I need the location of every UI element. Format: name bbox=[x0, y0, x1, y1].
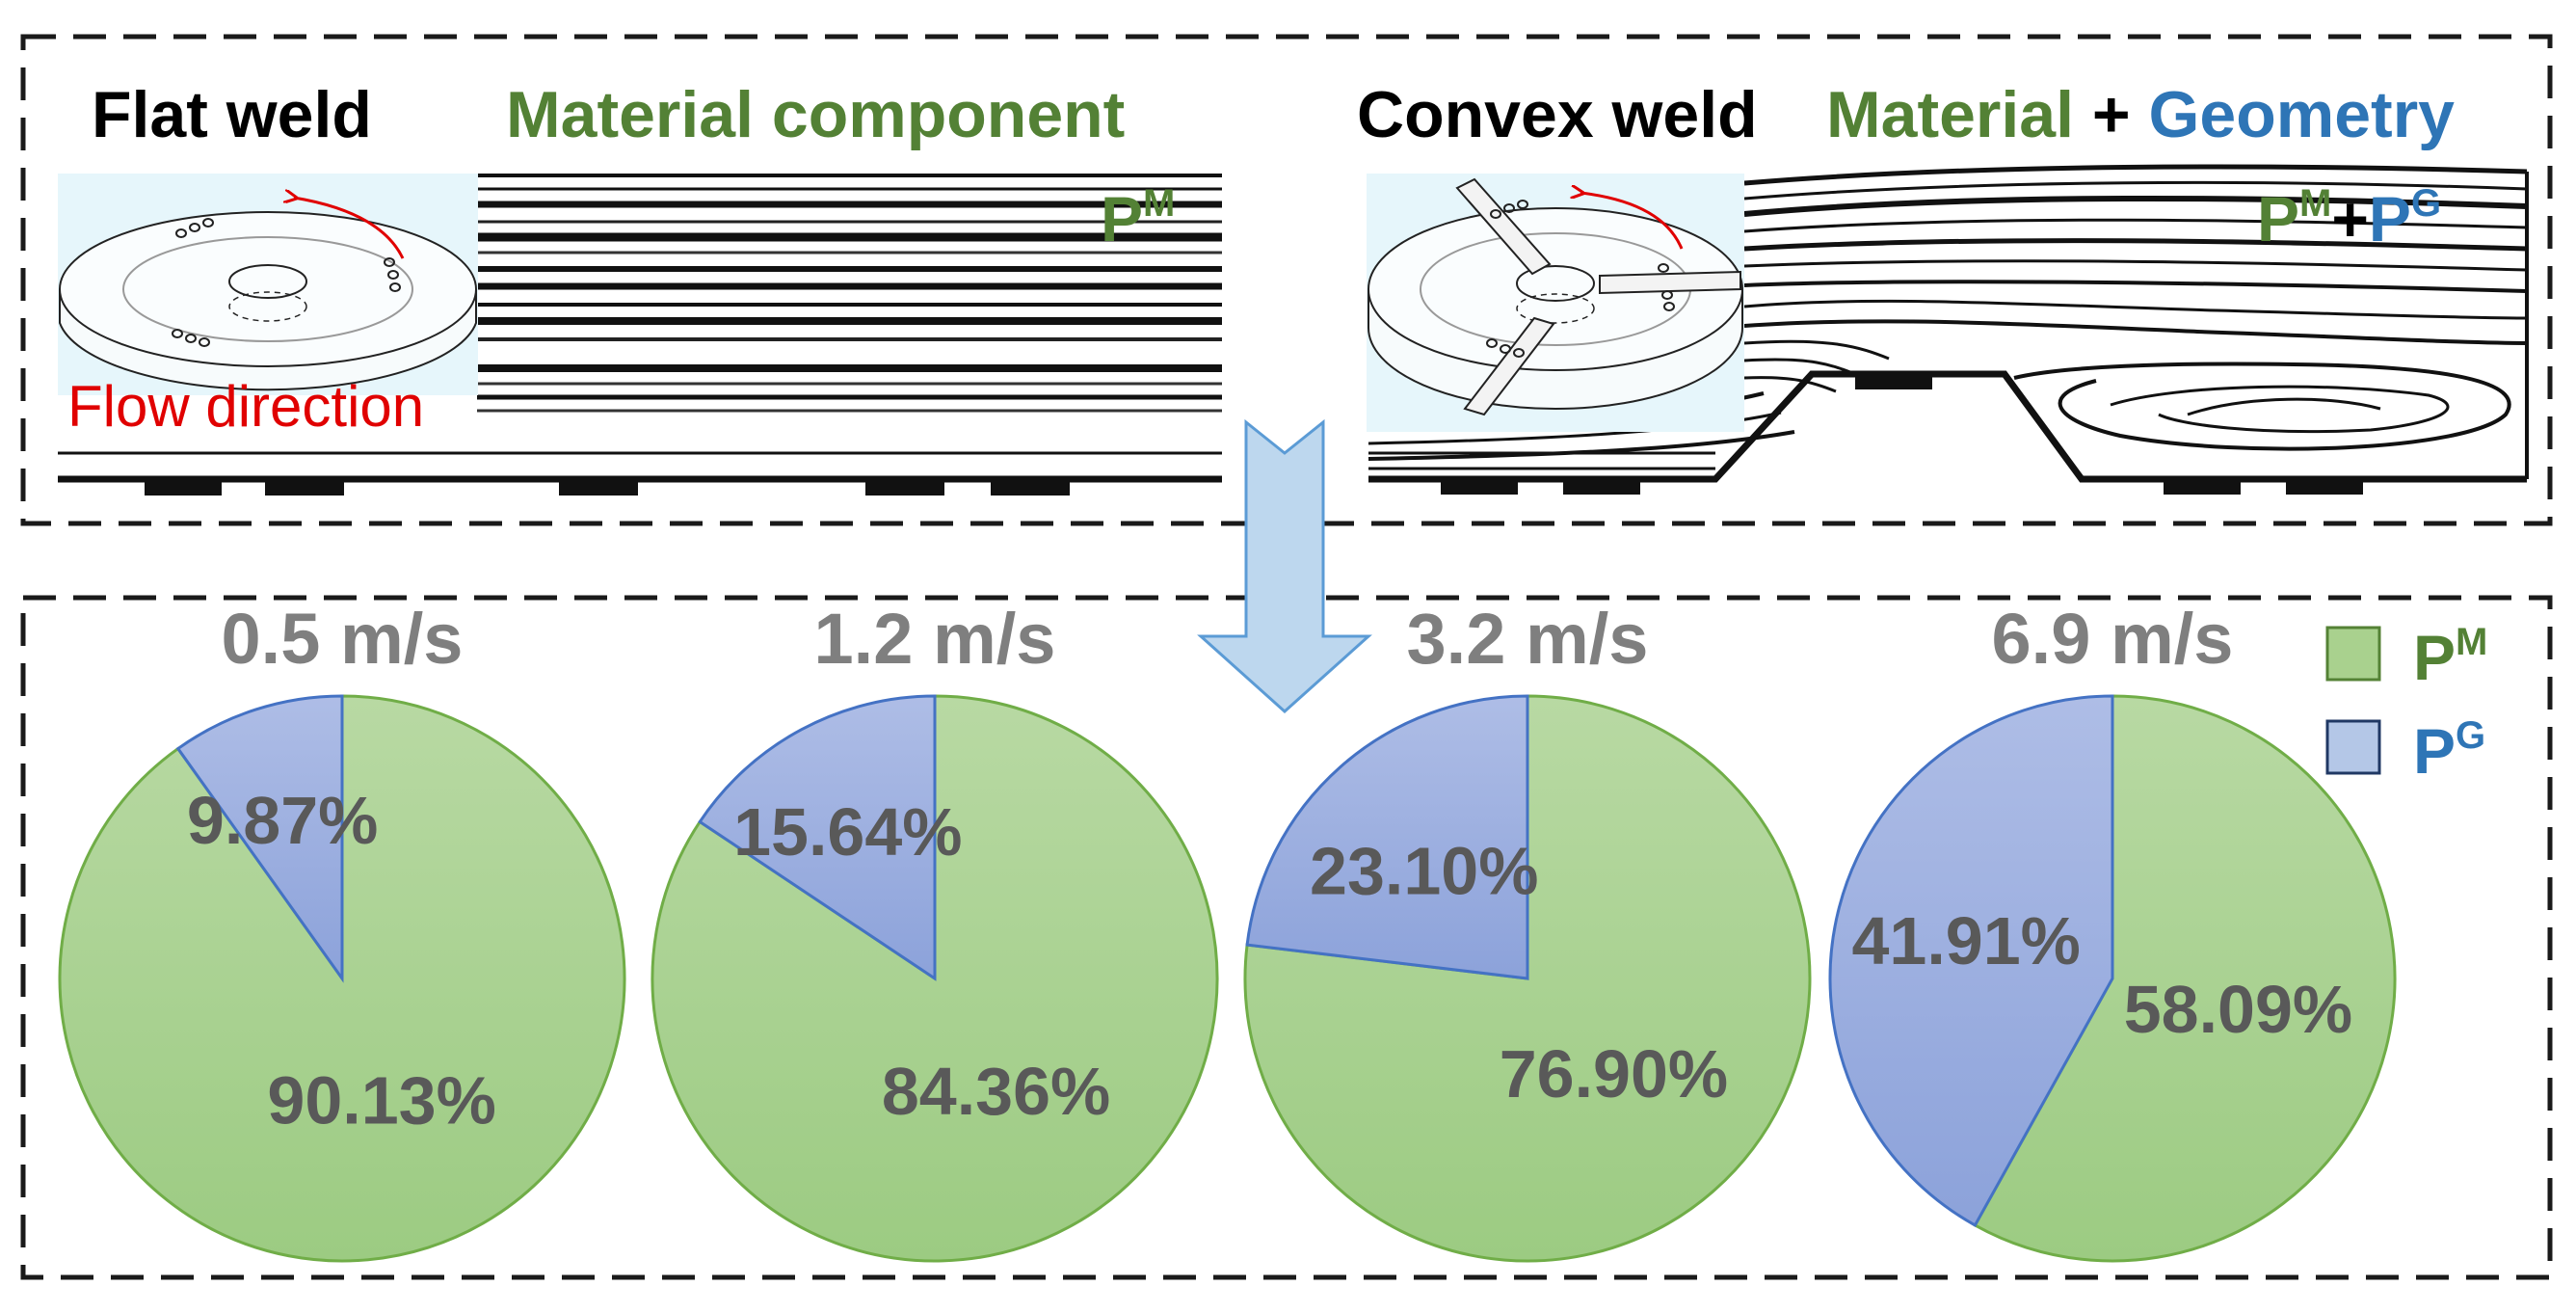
pie-label-material-0: 90.13% bbox=[267, 1062, 495, 1138]
legend-swatch-pg bbox=[2325, 719, 2381, 775]
convex-weld-die-illustration bbox=[1367, 174, 1744, 432]
pie-label-geometry-2: 23.10% bbox=[1310, 833, 1538, 908]
pie-slice-geometry-2 bbox=[1245, 694, 1529, 980]
pie-label-geometry-1: 15.64% bbox=[733, 794, 962, 870]
pie-charts: 0.5 m/s 9.87% 90.13% 1.2 m/s 15.64% 84.36% 3.2… bbox=[58, 599, 2397, 1263]
pm-annotation-flat: PM bbox=[1101, 182, 1175, 255]
flat-weld-label: Flat weld bbox=[92, 78, 372, 151]
pie-label-geometry-3: 41.91% bbox=[1851, 903, 2080, 978]
pie-slice-material-1 bbox=[651, 694, 1219, 1263]
pie-title-0: 0.5 m/s bbox=[222, 599, 464, 679]
pie-title-3: 6.9 m/s bbox=[1992, 599, 2234, 679]
pie-title-1: 1.2 m/s bbox=[814, 599, 1056, 679]
legend-swatch-pm bbox=[2325, 626, 2381, 682]
flat-weld-die-illustration bbox=[58, 174, 478, 395]
legend-label-pg: PG bbox=[2413, 714, 2485, 787]
material-geometry-label: Material + Geometry bbox=[1826, 78, 2455, 151]
convex-weld-streamlines bbox=[1368, 164, 2529, 495]
pie-slice-geometry-0 bbox=[175, 694, 344, 983]
pie-slice-material-3 bbox=[1973, 694, 2397, 1263]
pie-label-material-2: 76.90% bbox=[1500, 1036, 1728, 1112]
flat-weld-streamlines bbox=[58, 174, 1222, 496]
convex-weld-label: Convex weld bbox=[1357, 78, 1758, 151]
pie-label-material-3: 58.09% bbox=[2124, 972, 2352, 1047]
material-component-label: Material component bbox=[506, 78, 1125, 151]
legend-label-pm: PM bbox=[2413, 621, 2487, 693]
pie-slice-geometry-1 bbox=[698, 694, 937, 981]
flow-direction-label: Flow direction bbox=[67, 374, 424, 439]
top-panel: Flat weld Material component Flow direct… bbox=[20, 34, 2553, 526]
bottom-panel: 0.5 m/s 9.87% 90.13% 1.2 m/s 15.64% 84.36% 3.2… bbox=[20, 595, 2553, 1280]
pie-label-geometry-0: 9.87% bbox=[187, 783, 378, 858]
pie-label-material-1: 84.36% bbox=[882, 1054, 1110, 1129]
pie-title-2: 3.2 m/s bbox=[1407, 599, 1649, 679]
pie-slice-geometry-3 bbox=[1828, 694, 2114, 1228]
pm-pg-annotation-convex: PM+PG bbox=[2257, 182, 2441, 255]
down-arrow bbox=[1197, 418, 1372, 714]
legend: PM PG bbox=[2325, 621, 2487, 787]
